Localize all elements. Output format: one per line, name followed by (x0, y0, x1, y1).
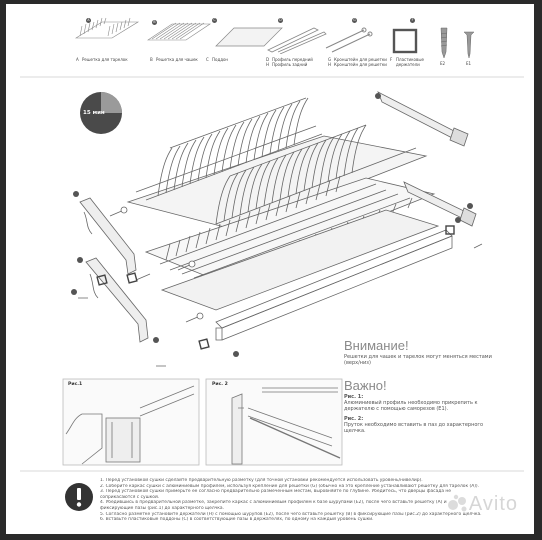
figure-frames (62, 378, 343, 466)
part-g-marker: G (352, 18, 357, 23)
instruction-line: 3. Перед установкой сушки примерьте ее с… (100, 489, 451, 495)
part-h-code: H (266, 62, 270, 67)
screw-e1-illustration (463, 31, 475, 59)
part-c-illustration (215, 27, 283, 47)
part-h-label: Профиль задний (272, 62, 308, 67)
important-fig2-label: Рис. 2: (344, 416, 364, 422)
attention-text: Решетки для чашек и тарелок могут менять… (344, 354, 492, 366)
timer-label: 15 мин (83, 110, 105, 116)
screw-e2-label: E2 (440, 61, 446, 66)
part-c-code: C (206, 57, 209, 62)
part-d-label: Профиль передний (272, 57, 313, 62)
figure-2-label: Рис. 2 (212, 382, 228, 387)
part-f-label: Пластиковые держатели (396, 57, 424, 67)
instruction-line: 5. Согласно разметке установите держател… (100, 511, 482, 517)
instruction-line: 4. Убедившись в предварительной разметке… (100, 500, 447, 506)
important-title: Важно! (344, 378, 387, 393)
instruction-line: 6. Вставьте пластиковые поддоны (C) в со… (100, 517, 374, 523)
part-a-label: Решетка для тарелок (82, 57, 128, 62)
part-f-marker: F (410, 18, 415, 23)
part-d-code: D (266, 57, 270, 62)
part-a-marker: A (86, 18, 91, 23)
assembly-instructions: 1. Перед установкой сушки сделайте предв… (100, 478, 520, 523)
avito-watermark: Avito (447, 493, 518, 516)
instruction-line: 2. Соберите каркас сушки с алюминиевым п… (100, 483, 480, 489)
dish-rack-assembly-drawing (71, 91, 483, 367)
screw-e2-illustration (440, 27, 448, 59)
avito-watermark-text: Avito (468, 493, 518, 515)
part-g-illustration (325, 27, 373, 53)
part-d-marker: D (278, 18, 283, 23)
instruction-sheet: A A Решетка для тарелок B B Решетка для … (6, 4, 534, 534)
important-fig1-text: Алюминиевый профиль необходимо прикрепит… (344, 400, 478, 412)
avito-logo-icon (447, 494, 467, 512)
part-b-illustration (147, 22, 211, 41)
part-a-illustration (74, 17, 140, 39)
important-fig2-text: Пруток необходимо вставить в паз до хара… (344, 422, 484, 434)
screw-e1-label: E1 (466, 61, 472, 66)
part-c-marker: C (212, 18, 217, 23)
legend-divider (20, 76, 524, 78)
instructions-divider (20, 470, 524, 472)
instruction-line: 1. Перед установкой сушки сделайте предв… (100, 478, 423, 483)
part-g-code: G (328, 57, 332, 62)
instruction-line: соприкасаются с сушкой. (100, 494, 160, 500)
figure-1-label: Рис.1 (68, 382, 83, 387)
part-h2-label: Кронштейн для решетки (334, 62, 387, 67)
part-b-label: Решетка для чашек (156, 57, 198, 62)
part-f-code: F (390, 57, 393, 62)
part-a-code: A (76, 57, 79, 62)
part-d-illustration (267, 27, 327, 54)
timer-badge (80, 92, 122, 134)
instruction-line: фиксирующие пазы (рис.1) до характерного… (100, 505, 225, 511)
exclamation-icon (65, 483, 93, 511)
part-h2-code: H (328, 62, 332, 67)
part-f-illustration (392, 28, 418, 54)
part-b-marker: B (152, 20, 157, 25)
part-g-label: Кронштейн для решетки (334, 57, 387, 62)
part-c-label: Поддон (212, 57, 229, 62)
important-fig1-label: Рис. 1: (344, 394, 364, 400)
part-b-code: B (150, 57, 153, 62)
attention-title: Внимание! (344, 338, 409, 353)
